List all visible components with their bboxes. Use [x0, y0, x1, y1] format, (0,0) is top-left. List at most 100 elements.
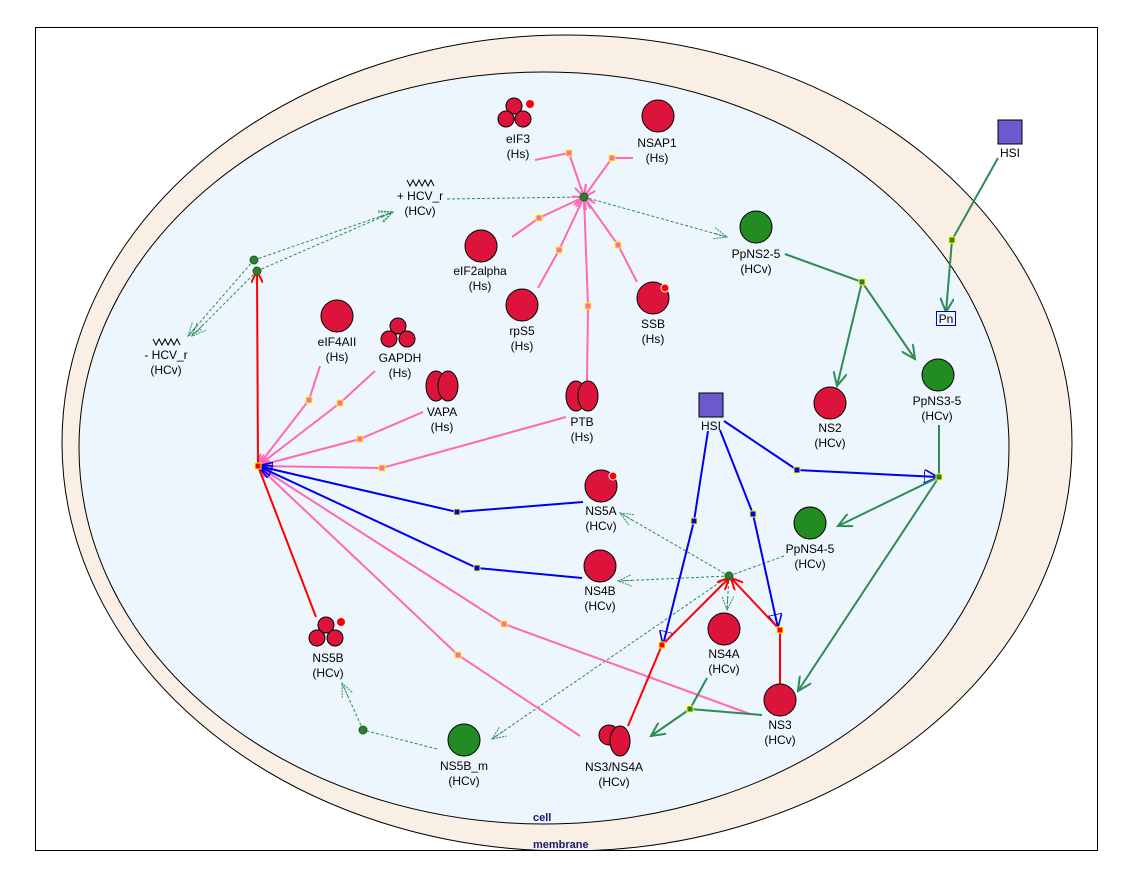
edge-to-ppns3-5[interactable]	[861, 281, 915, 359]
node-nsap1[interactable]: NSAP1 (Hs)	[637, 99, 677, 165]
edge-to-hcvr-plus-a[interactable]	[253, 212, 393, 261]
node-organism: (HCv)	[921, 409, 952, 423]
edge-hcvr-plus-to-hub[interactable]	[446, 196, 585, 200]
edge-ns3-to-complex[interactable]	[689, 708, 763, 716]
node-eif3[interactable]: eIF3 (Hs)	[497, 97, 534, 161]
protein-glyph	[317, 616, 335, 634]
transcription-node-b[interactable]	[252, 266, 262, 276]
node-eif4aii[interactable]: eIF4AII (Hs)	[318, 299, 357, 364]
protein-glyph	[326, 629, 344, 647]
modifier-site-gapdh[interactable]	[336, 399, 344, 407]
protein-glyph	[583, 549, 617, 583]
edge-to-ns3[interactable]	[798, 476, 940, 691]
node-ppns2-5[interactable]: PpNS2-5 (HCv)	[732, 210, 781, 276]
replication-hub-node[interactable]	[254, 462, 262, 470]
node-label: NS4A	[708, 647, 739, 661]
protein-glyph	[398, 330, 416, 348]
catalysis-site-ns3[interactable]	[776, 626, 784, 634]
node-label: NSAP1	[637, 136, 677, 150]
modifier-site-hsi-1[interactable]	[793, 466, 801, 474]
node-organism: (Hs)	[431, 420, 454, 434]
protein-glyph	[577, 380, 599, 412]
modifier-site-vapa[interactable]	[356, 435, 364, 443]
node-eif2alpha[interactable]: eIF2alpha (Hs)	[453, 229, 507, 293]
modifier-site-ns3-ns4a[interactable]	[454, 651, 462, 659]
node-ns5b[interactable]: NS5B (HCv)	[308, 616, 345, 680]
node-label: - HCV_r	[144, 348, 187, 362]
node-hcv-r-plus[interactable]: + HCV_r (HCv)	[397, 178, 443, 218]
protein-glyph	[505, 97, 523, 115]
modifier-site-ssb[interactable]	[614, 241, 622, 249]
node-vapa[interactable]: VAPA (Hs)	[425, 370, 459, 434]
node-gapdh[interactable]: GAPDH (Hs)	[379, 317, 422, 380]
modifier-site-ns5a[interactable]	[453, 508, 461, 516]
modifier-site-ptb-2[interactable]	[378, 464, 386, 472]
node-label: rpS5	[509, 324, 535, 338]
translation-hub-node[interactable]	[579, 192, 589, 202]
cleavage-site-ppns2-5[interactable]	[858, 278, 866, 286]
modifier-site-rps5[interactable]	[555, 246, 563, 254]
protein-glyph	[921, 358, 955, 392]
modifier-site-eif2alpha[interactable]	[535, 214, 543, 222]
modifier-site-eif4aii[interactable]	[305, 396, 313, 404]
edge-hub-to-ns4b[interactable]	[618, 576, 730, 581]
edge-to-hcvr-minus-a[interactable]	[188, 259, 255, 336]
edge-hub-to-ns5a[interactable]	[620, 513, 730, 577]
node-ptb[interactable]: PTB (Hs)	[565, 380, 599, 444]
modifier-site-nsap1[interactable]	[608, 154, 616, 162]
protein-glyph	[505, 288, 539, 322]
transcription-node-a[interactable]	[249, 255, 259, 265]
node-ppns3-5[interactable]: PpNS3-5 (HCv)	[913, 358, 962, 423]
modifier-site-ptb[interactable]	[584, 302, 592, 310]
node-organism: (HCv)	[448, 774, 479, 788]
node-ppns4-5[interactable]: PpNS4-5 (HCv)	[786, 506, 835, 571]
node-label: PTB	[570, 415, 593, 429]
node-label: GAPDH	[379, 351, 422, 365]
protein-glyph	[308, 629, 326, 647]
node-organism: (Hs)	[646, 151, 669, 165]
modifier-site-ns3[interactable]	[500, 620, 508, 628]
node-ns4a[interactable]: NS4A (HCv)	[707, 612, 741, 676]
node-ns5b-m[interactable]: NS5B_m (HCv)	[440, 723, 488, 788]
modification-site-icon	[660, 283, 670, 293]
node-rps5[interactable]: rpS5 (Hs)	[505, 288, 539, 353]
node-hsi-top[interactable]: HSI	[997, 119, 1023, 160]
node-hcv-r-minus[interactable]: - HCV_r (HCv)	[144, 337, 188, 377]
node-organism: (HCv)	[150, 363, 181, 377]
node-ns3-ns4a[interactable]: NS3/NS4A (HCv)	[585, 724, 643, 789]
protein-glyph	[641, 99, 675, 133]
cleavage-hub-node[interactable]	[724, 571, 734, 581]
node-ns2[interactable]: NS2 (HCv)	[813, 386, 847, 450]
cleavage-site-hsi[interactable]	[948, 236, 956, 244]
ns5b-maturation-node[interactable]	[358, 725, 368, 735]
node-label: NS5B	[312, 651, 343, 665]
node-ns3[interactable]: NS3 (HCv)	[763, 683, 797, 747]
node-ns5a[interactable]: NS5A (HCv)	[584, 469, 618, 533]
node-organism: (HCv)	[585, 519, 616, 533]
node-hsi-mid[interactable]: HSI	[698, 392, 724, 433]
node-label: NS4B	[584, 584, 615, 598]
node-label: HSI	[1000, 146, 1020, 160]
protein-glyph	[437, 370, 459, 402]
node-pn[interactable]: Pn	[936, 311, 956, 327]
protein-glyph	[514, 110, 532, 128]
edge-ns5b-m-to-node[interactable]	[362, 729, 438, 750]
edge-ns5b-to-hub[interactable]	[257, 465, 317, 618]
edge-node-to-ns5b[interactable]	[342, 683, 364, 731]
modifier-site-hsi-2[interactable]	[690, 517, 698, 525]
edge-hub-to-hcvr[interactable]	[257, 271, 258, 467]
node-ns4b[interactable]: NS4B (HCv)	[583, 549, 617, 613]
edge-hub-to-ns5b-m[interactable]	[492, 575, 730, 739]
modifier-site-hsi-3[interactable]	[749, 510, 757, 518]
node-organism: (Hs)	[507, 147, 530, 161]
node-ssb[interactable]: SSB (Hs)	[636, 281, 670, 346]
protein-glyph	[447, 723, 481, 757]
edge-to-hcvr-minus-b[interactable]	[192, 270, 258, 336]
modifier-site-eif3[interactable]	[565, 149, 573, 157]
cleavage-site-ppns3-5[interactable]	[935, 473, 943, 481]
complex-formation-site[interactable]	[686, 705, 694, 713]
node-organism: (Hs)	[642, 332, 665, 346]
catalysis-site-ns3-ns4a[interactable]	[658, 641, 666, 649]
modifier-site-ns4b[interactable]	[473, 564, 481, 572]
